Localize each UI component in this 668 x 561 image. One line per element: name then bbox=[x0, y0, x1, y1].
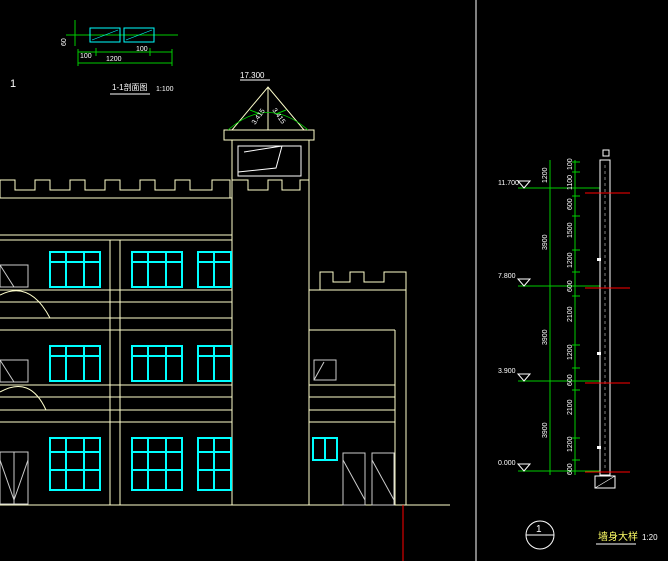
section-scale: 1:100 bbox=[156, 86, 174, 93]
windows bbox=[49, 251, 338, 491]
roof-dim-left: 3.415 bbox=[251, 108, 267, 126]
section-detail: 100 100 1200 60 1-1剖面图 1:100 bbox=[61, 20, 178, 95]
inner-dim-0: 100 bbox=[567, 158, 574, 170]
wall-detail: 11.700 7.800 3.900 0.000 1200 3900 3900 … bbox=[498, 149, 658, 550]
inner-dim-3: 1500 bbox=[567, 222, 574, 238]
inner-dim-4: 1200 bbox=[567, 252, 574, 268]
level-1: 11.700 bbox=[498, 180, 519, 187]
inner-dim-10: 1200 bbox=[567, 436, 574, 452]
roof-dim-right: 3.415 bbox=[270, 107, 286, 125]
outer-dim-2: 3900 bbox=[542, 329, 549, 345]
inner-dim-8: 600 bbox=[567, 374, 574, 386]
outer-dim-3: 3900 bbox=[542, 422, 549, 438]
wall-detail-scale: 1:20 bbox=[642, 533, 658, 542]
section-dim-total: 1200 bbox=[106, 56, 122, 63]
inner-dim-7: 1200 bbox=[567, 344, 574, 360]
level-3: 3.900 bbox=[498, 368, 516, 375]
inner-dim-6: 2100 bbox=[567, 306, 574, 322]
section-dim-right: 100 bbox=[136, 46, 148, 53]
section-mark: 1 bbox=[10, 78, 16, 90]
inner-dim-2: 600 bbox=[567, 198, 574, 210]
section-dim-height: 60 bbox=[61, 38, 68, 46]
section-label: 1-1剖面图 bbox=[112, 82, 148, 92]
outer-dim-1: 3900 bbox=[542, 234, 549, 250]
inner-dim-9: 2100 bbox=[567, 399, 574, 415]
outer-dim-0: 1200 bbox=[542, 167, 549, 183]
level-4: 0.000 bbox=[498, 460, 516, 467]
inner-dim-1: 1100 bbox=[567, 175, 574, 190]
inner-dim-5: 600 bbox=[567, 280, 574, 292]
detail-callout-number: 1 bbox=[536, 524, 542, 535]
wall-detail-title: 墙身大样 bbox=[598, 530, 638, 543]
building-elevation bbox=[0, 86, 450, 506]
section-dim-left: 100 bbox=[80, 53, 92, 60]
doors bbox=[0, 264, 395, 506]
tower-top-level: 17.300 bbox=[240, 71, 265, 80]
inner-dim-11: 600 bbox=[567, 463, 574, 475]
level-2: 7.800 bbox=[498, 273, 516, 280]
